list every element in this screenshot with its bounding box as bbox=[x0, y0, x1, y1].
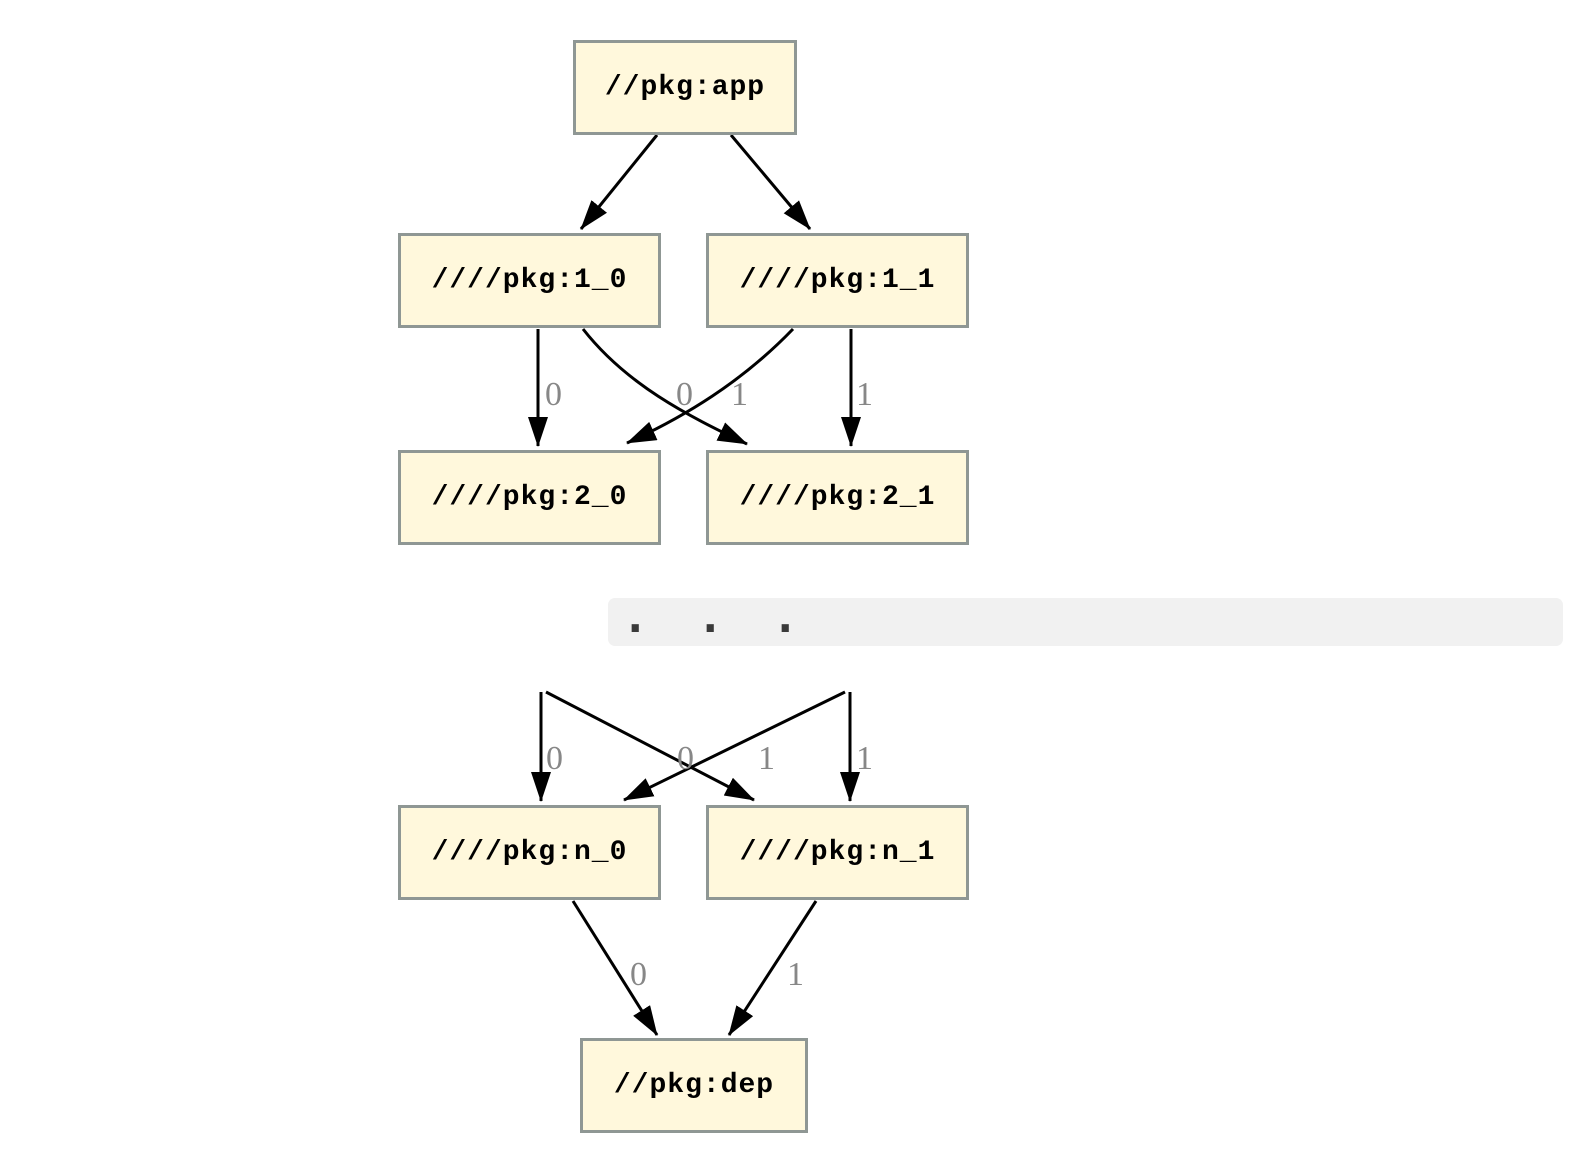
node-pkg-1-0: ////pkg:1_0 bbox=[398, 233, 661, 328]
edge-1-1-to-2-0 bbox=[626, 327, 795, 445]
node-label: //pkg:app bbox=[604, 72, 766, 103]
node-pkg-n-0: ////pkg:n_0 bbox=[398, 805, 661, 900]
edge-label-n-1-to-dep: 1 bbox=[787, 956, 804, 993]
node-label: ////pkg:2_1 bbox=[739, 482, 936, 513]
edge-n-0-to-dep bbox=[571, 900, 659, 1036]
edge-dots-to-n-0-cross bbox=[623, 690, 846, 802]
edge-1-0-to-2-1 bbox=[581, 328, 748, 446]
node-label: ////pkg:1_1 bbox=[739, 265, 936, 296]
edge-n-1-to-dep bbox=[727, 900, 818, 1036]
edge-label-dots-to-n-0-cross: 0 bbox=[677, 740, 694, 777]
edge-label-1-1-to-2-1: 1 bbox=[856, 376, 873, 413]
node-pkg-n-1: ////pkg:n_1 bbox=[706, 805, 969, 900]
node-label: ////pkg:n_1 bbox=[739, 837, 936, 868]
node-pkg-2-1: ////pkg:2_1 bbox=[706, 450, 969, 545]
node-pkg-app: //pkg:app bbox=[573, 40, 797, 135]
ellipsis-band: . . . bbox=[608, 594, 1563, 646]
node-pkg-1-1: ////pkg:1_1 bbox=[706, 233, 969, 328]
node-label: ////pkg:1_0 bbox=[431, 265, 628, 296]
node-pkg-dep: //pkg:dep bbox=[580, 1038, 808, 1133]
node-label: //pkg:dep bbox=[613, 1070, 775, 1101]
edge-dots-to-n-1-cross bbox=[545, 690, 755, 802]
edge-label-dots-to-n-0-straight: 0 bbox=[546, 740, 563, 777]
edge-label-n-0-to-dep: 0 bbox=[630, 956, 647, 993]
edge-app-to-1-0 bbox=[579, 134, 659, 230]
edge-label-dots-to-n-1-straight: 1 bbox=[856, 740, 873, 777]
edge-label-1-0-to-2-0: 0 bbox=[545, 376, 562, 413]
ellipsis-dots: . . . bbox=[622, 592, 810, 643]
edge-app-to-1-1 bbox=[729, 134, 812, 230]
edge-label-1-1-to-2-0: 0 bbox=[676, 376, 693, 413]
edge-label-1-0-to-2-1: 1 bbox=[731, 376, 748, 413]
node-pkg-2-0: ////pkg:2_0 bbox=[398, 450, 661, 545]
node-label: ////pkg:2_0 bbox=[431, 482, 628, 513]
node-label: ////pkg:n_0 bbox=[431, 837, 628, 868]
edge-label-dots-to-n-1-cross: 1 bbox=[758, 740, 775, 777]
